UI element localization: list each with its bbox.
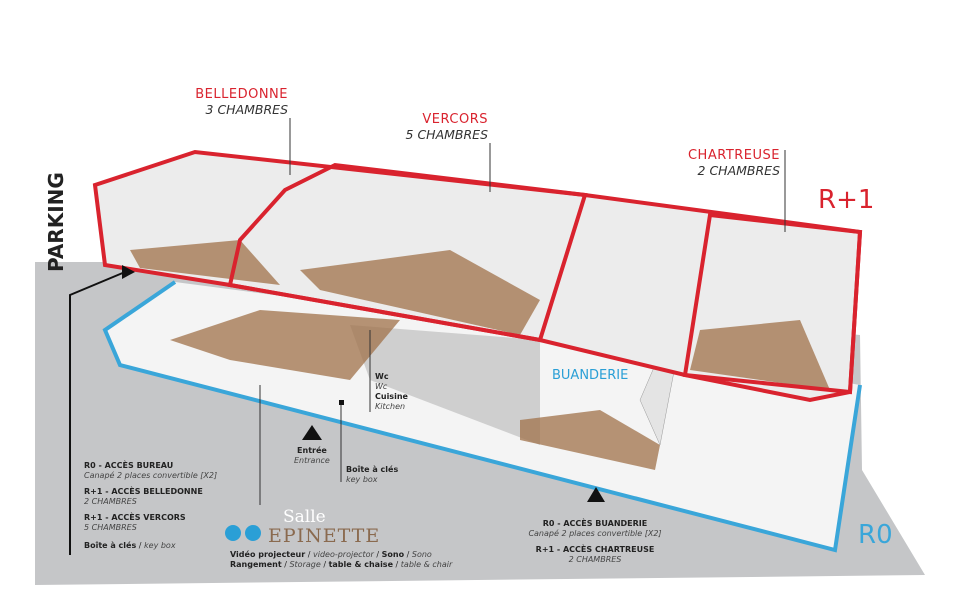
logo-quote-icon: [245, 525, 261, 541]
keybox-icon: [339, 400, 344, 405]
salle-features: Vidéo projecteur / video-projector / Son…: [230, 550, 453, 569]
salle-logo-line1: Salle: [283, 507, 326, 527]
arrow-head-icon: [122, 265, 135, 279]
logo-quote-icon: [225, 525, 241, 541]
upper-floor-wood-1: [130, 240, 280, 285]
buanderie-entrance-icon: [587, 487, 605, 502]
buanderie-floor: [520, 410, 660, 470]
parking-label: PARKING: [44, 172, 68, 272]
buanderie-label: BUANDERIE: [552, 368, 629, 383]
upper-floor-wood-2: [300, 250, 540, 335]
parking-access-arrow: [69, 271, 126, 555]
entrance-triangle-icon: [302, 425, 322, 440]
upper-floor-outline: [92, 149, 863, 403]
level-r1-label: R+1: [818, 185, 875, 215]
ground-floor-outline: [102, 280, 862, 553]
chartreuse-outline: [682, 212, 863, 395]
ground-floor-hall: [350, 325, 540, 445]
level-r0-label: R0: [858, 520, 893, 550]
upper-floor-wood-3: [690, 320, 830, 390]
salle-logo-line2: EPINETTE: [268, 525, 381, 547]
ground-floor-wood: [170, 310, 400, 380]
